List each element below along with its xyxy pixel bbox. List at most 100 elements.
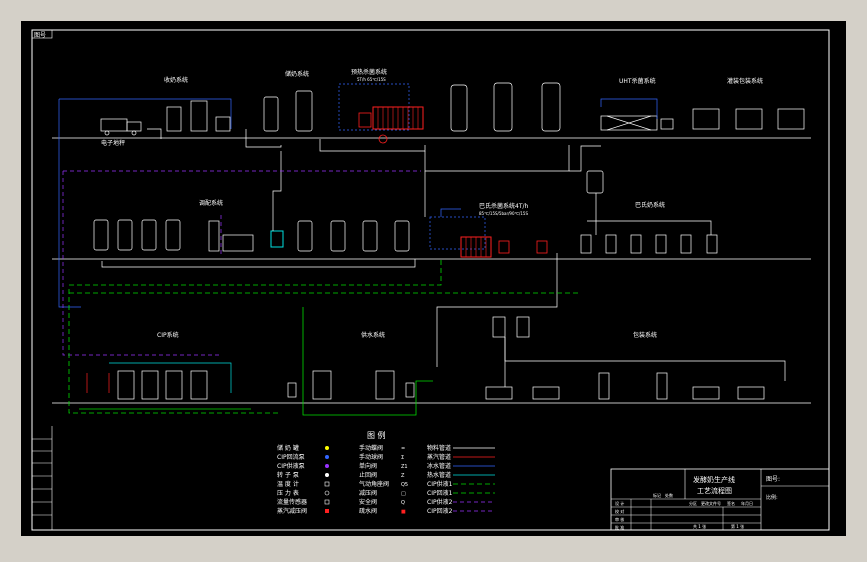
pump-symbol [325, 455, 329, 459]
label-milk-reception: 收奶系统 [164, 76, 188, 84]
label-raw-storage: 储奶系统 [285, 70, 309, 78]
label-aseptic: 巴氏奶系统 [635, 201, 665, 209]
legend-symbol: Q [401, 500, 405, 506]
drawing-border [31, 29, 830, 531]
aseptic-tanks [580, 170, 718, 254]
thermometer-symbol [324, 481, 330, 487]
legend-col2-item: 气动角座阀 [359, 480, 389, 488]
pump-symbol [325, 464, 329, 468]
packing-tanks [492, 316, 530, 338]
sheet-number: 第 1 张 [731, 523, 744, 529]
legend-col3-item: 物料管道 [427, 444, 451, 452]
legend-col1-item: 转 子 泵 [277, 471, 299, 479]
filling-machines [692, 108, 805, 130]
packing-machines [485, 372, 765, 400]
drawing-no-label: 图号: [766, 476, 780, 483]
green-dashed-pipes [68, 259, 581, 414]
legend-col3-item: 冰水管道 [427, 462, 451, 470]
label-water: 供水系统 [361, 331, 385, 339]
valve-symbol [325, 509, 329, 513]
drawing-canvas: 图号 收奶系统 电子地秤 储奶系统 预热杀菌系统 5T/h 65℃/15S 调配… [21, 21, 846, 536]
corner-box [31, 29, 53, 39]
cyan-vessel [270, 230, 284, 248]
checker-label: 校 对 [615, 508, 624, 514]
legend-symbol: □ [401, 491, 406, 497]
drawing-title: 发酵奶生产线 [693, 475, 735, 484]
legend-col1-item: 储 奶 罐 [277, 444, 299, 452]
revision-header: 签名 [727, 500, 735, 506]
legend-col3-item: CIP回液2 [427, 507, 453, 515]
revision-header: 年月日 [741, 500, 753, 506]
legend-col1-item: 蒸汽减压阀 [277, 507, 307, 515]
legend-symbol: Z1 [401, 464, 408, 470]
approver-label: 批 准 [615, 524, 624, 530]
legend-symbol: ■ [401, 509, 406, 515]
ferment-tanks-left [93, 219, 181, 251]
legend-col1-item: 温 度 计 [277, 480, 299, 488]
label-filling-top: UHT杀菌系统 [619, 77, 656, 85]
ferment-tanks-right [297, 220, 410, 252]
top-storage-tanks [450, 82, 561, 132]
revision-header: 标记 [653, 492, 661, 498]
mixing-unit [208, 220, 254, 252]
label-sterilizer: 巴氏杀菌系统4T/h [479, 202, 529, 210]
legend-col1-item: 流量传感器 [277, 498, 307, 506]
legend-col2-item: 单向阀 [359, 462, 377, 470]
milk-truck [100, 118, 142, 136]
legend-symbol: Σ [401, 455, 404, 461]
sheet-total: 共 1 张 [693, 523, 706, 529]
legend-title: 图 例 [367, 430, 386, 440]
raw-storage-tanks [263, 90, 313, 132]
label-sterilizer-spec: 85℃/15S/5bar/90℃/15S [479, 211, 528, 216]
label-cip: CIP系统 [157, 331, 179, 339]
reception-tanks [166, 100, 231, 132]
legend-col2-item: 安全阀 [359, 498, 377, 506]
legend-col2-item: 止回阀 [359, 471, 377, 479]
label-pasteurizer-spec: 5T/h 65℃/15S [357, 77, 386, 82]
legend-col3-item: CIP供液1 [427, 480, 453, 488]
scale-label: 比例: [766, 494, 778, 501]
pump-symbol [325, 473, 329, 477]
red-pipes [86, 373, 110, 393]
green-pipes [79, 307, 433, 416]
blue-pipes [58, 98, 658, 308]
tank-symbol [325, 446, 329, 450]
sensor-symbol [324, 499, 330, 505]
legend-col3-item: 蒸汽管道 [427, 453, 451, 461]
revision-header: 更改文件号 [701, 500, 721, 506]
label-packing: 包装系统 [633, 331, 657, 339]
water-tanks [287, 370, 415, 400]
designer-label: 设 计 [615, 500, 624, 506]
gauge-symbol [324, 490, 330, 496]
revision-header: 分区 [689, 500, 697, 506]
legend-symbol: = [401, 446, 405, 452]
label-pasteurizer: 预热杀菌系统 [351, 68, 387, 76]
legend-symbol: Z [401, 473, 405, 479]
label-filling-line: 灌装包装系统 [727, 77, 763, 85]
legend-col1-item: 压 力 表 [277, 489, 299, 497]
reviewer-label: 审 核 [615, 516, 624, 522]
label-mixing: 调配系统 [199, 199, 223, 207]
process-flow-diagram: 图号 收奶系统 电子地秤 储奶系统 预热杀菌系统 5T/h 65℃/15S 调配… [31, 29, 830, 531]
cyan-pipes [109, 362, 232, 393]
legend-col2-item: 手动球阀 [359, 453, 383, 461]
revision-header: 处数 [665, 492, 673, 498]
label-milk-scale: 电子地秤 [101, 139, 125, 147]
floor-lines [52, 137, 811, 404]
legend-col3-item: CIP回液1 [427, 489, 453, 497]
uht-unit [600, 115, 674, 131]
legend-col3-item: 热水管道 [427, 471, 451, 479]
material-pipes [101, 128, 786, 387]
legend-col2-item: 减压阀 [359, 489, 377, 497]
legend-symbol: Q5 [401, 482, 408, 488]
sterilizer-unit [429, 216, 548, 258]
drawing-subtitle: 工艺流程图 [697, 486, 732, 495]
legend-col1-item: CIP供液泵 [277, 462, 305, 470]
cip-tanks [117, 370, 208, 400]
legend-col3-item: CIP供液2 [427, 498, 453, 506]
legend-col2-item: 手动蝶阀 [359, 444, 383, 452]
corner-label: 图号 [34, 32, 46, 39]
purple-dashed-pipes [62, 170, 421, 356]
legend-col2-item: 疏水阀 [359, 507, 377, 515]
left-strip-rows [32, 438, 52, 516]
